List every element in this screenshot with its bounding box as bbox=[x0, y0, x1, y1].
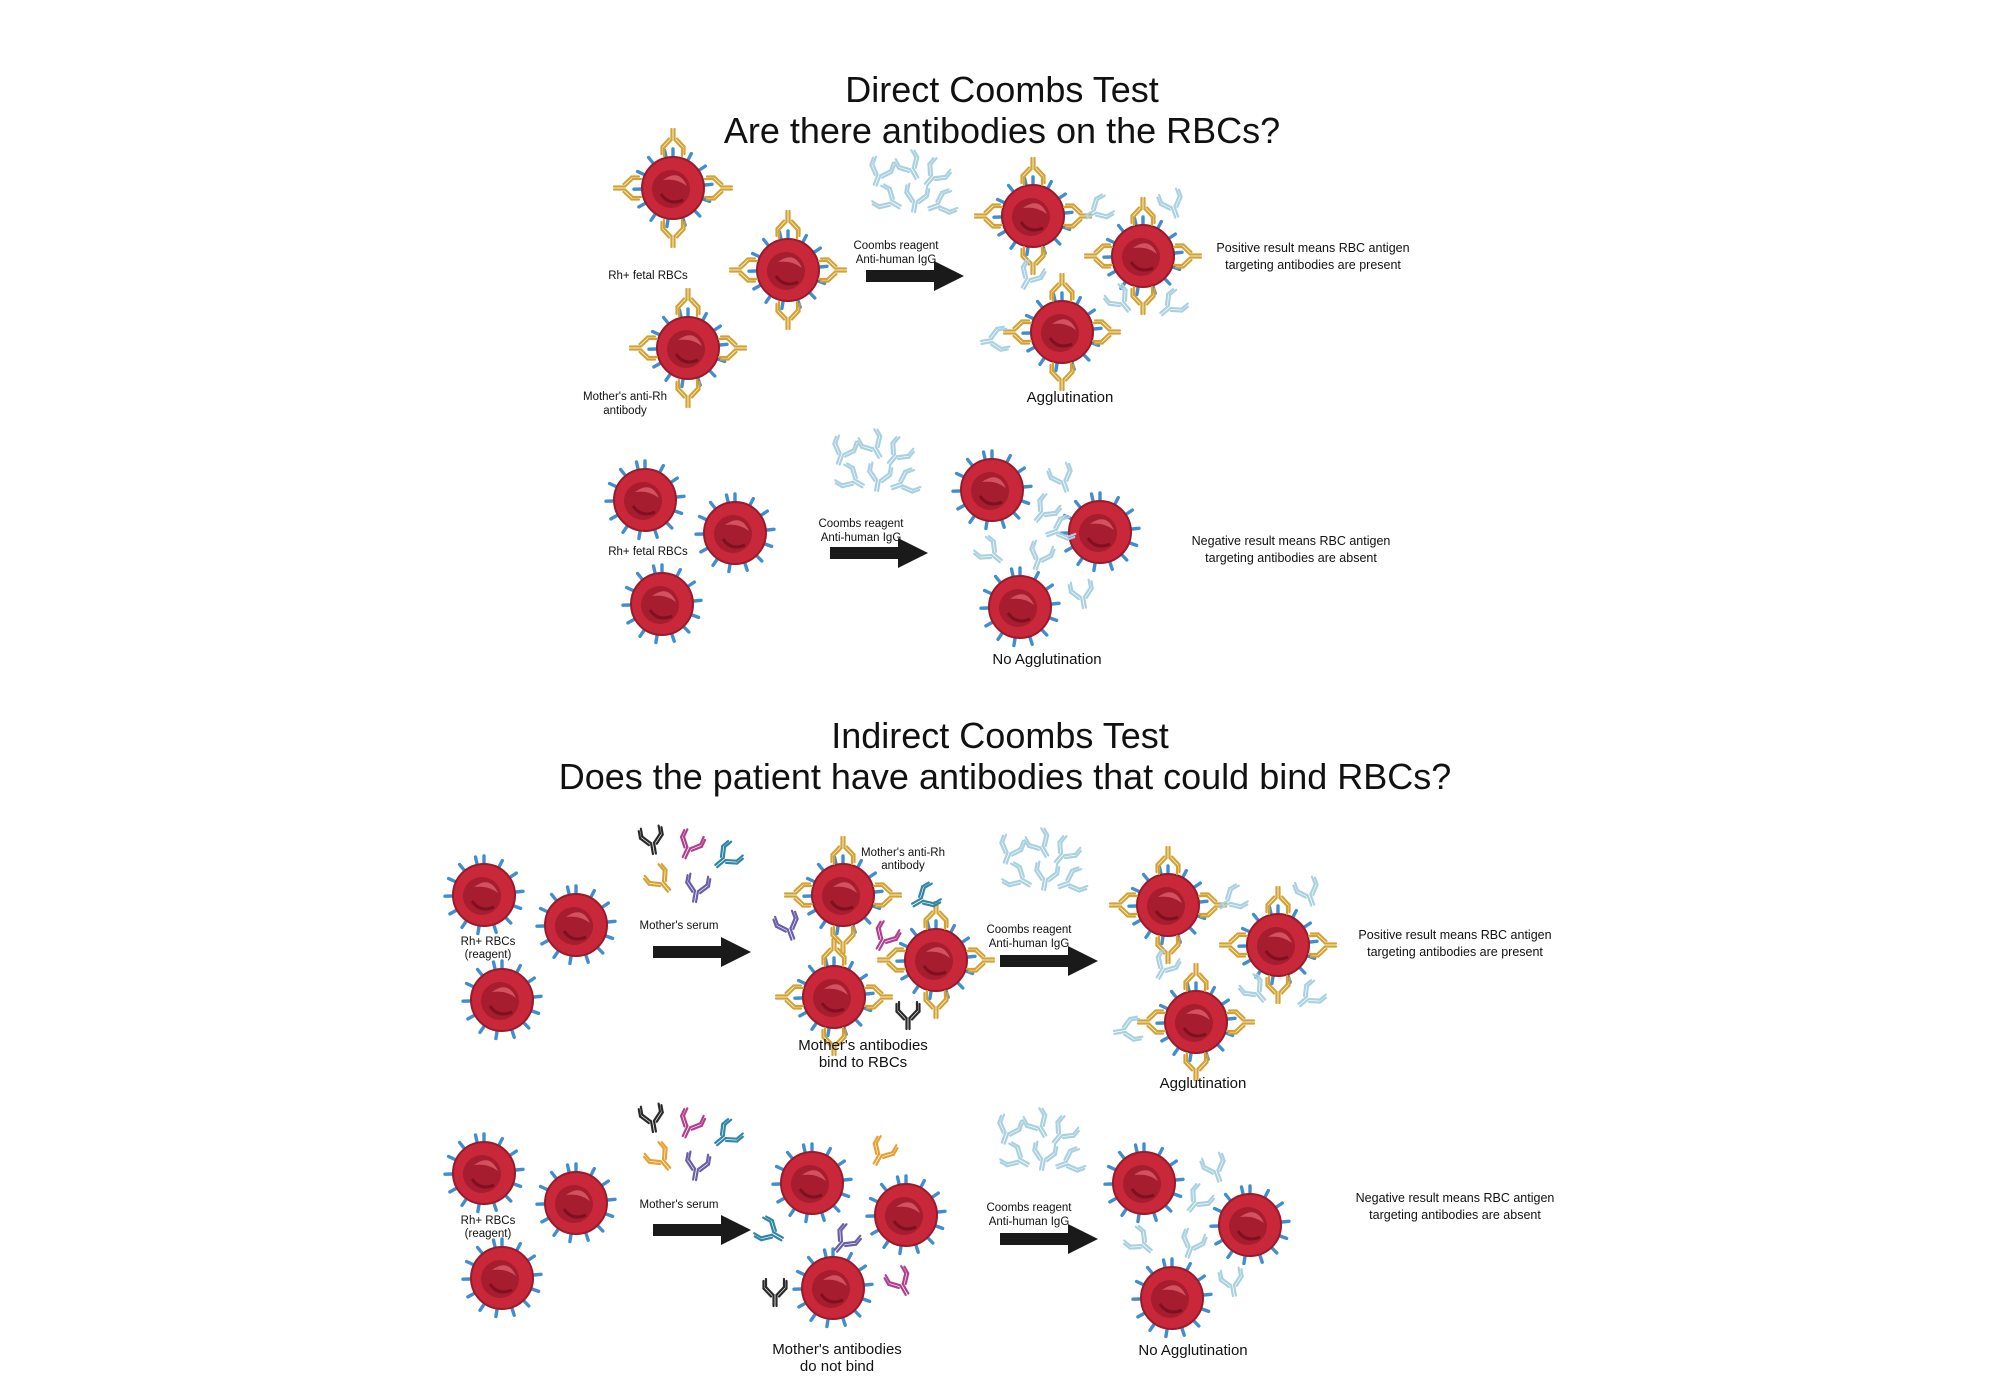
direct-subtitle: Are there antibodies on the RBCs? bbox=[724, 110, 1280, 151]
direct-pos-reagent-icon bbox=[864, 149, 958, 220]
indirect-neg-serum-icon bbox=[637, 1102, 746, 1183]
indirect-pos-explanation-2: targeting antibodies are present bbox=[1367, 945, 1543, 959]
indirect-negative-no-agglutination bbox=[1103, 1142, 1291, 1339]
indirect-pos-serum-label: Mother's serum bbox=[640, 920, 719, 932]
indirect-neg-arrow2-icon bbox=[1000, 1224, 1098, 1254]
indirect-pos-arrow2-icon bbox=[1000, 946, 1098, 976]
direct-neg-cells-label: Rh+ fetal RBCs bbox=[608, 546, 688, 558]
direct-positive-agglutination bbox=[973, 156, 1203, 392]
indirect-pos-cells-label-2: (reagent) bbox=[465, 949, 512, 961]
indirect-neg-cells-label-1: Rh+ RBCs bbox=[461, 1215, 516, 1227]
indirect-subtitle: Does the patient have antibodies that co… bbox=[559, 756, 1452, 797]
indirect-pos-antibody-label-1: Mother's anti-Rh bbox=[861, 847, 945, 859]
direct-neg-result-label: No Agglutination bbox=[992, 651, 1101, 668]
indirect-neg-unbound-rbcs bbox=[751, 1133, 947, 1329]
indirect-neg-serum-label: Mother's serum bbox=[640, 1199, 719, 1211]
direct-pos-result-label: Agglutination bbox=[1027, 389, 1114, 406]
direct-pos-antibody-label-1: Mother's anti-Rh bbox=[583, 391, 667, 403]
indirect-pos-reagent-icon bbox=[994, 827, 1088, 898]
direct-negative-no-agglutination bbox=[951, 449, 1141, 648]
direct-pos-reagent-label-2: Anti-human IgG bbox=[856, 254, 937, 266]
direct-neg-reagent-label-1: Coombs reagent bbox=[818, 518, 904, 530]
indirect-neg-explanation-2: targeting antibodies are absent bbox=[1369, 1208, 1541, 1222]
indirect-pos-bind-label-1: Mother's antibodies bbox=[798, 1037, 928, 1054]
indirect-pos-antibody-label-2: antibody bbox=[881, 860, 925, 872]
indirect-neg-reagent-label-1: Coombs reagent bbox=[986, 1202, 1072, 1214]
indirect-pos-bind-label-2: bind to RBCs bbox=[819, 1054, 907, 1071]
indirect-neg-reagent-icon bbox=[992, 1107, 1086, 1178]
indirect-neg-arrow1-icon bbox=[653, 1215, 751, 1245]
direct-neg-reagent-label-2: Anti-human IgG bbox=[821, 532, 902, 544]
indirect-neg-reagent-label-2: Anti-human IgG bbox=[989, 1216, 1070, 1228]
indirect-title: Indirect Coombs Test bbox=[831, 715, 1168, 756]
indirect-neg-cells-label-2: (reagent) bbox=[465, 1228, 512, 1240]
indirect-pos-cells-label-1: Rh+ RBCs bbox=[461, 936, 516, 948]
indirect-pos-serum-icon bbox=[637, 824, 746, 905]
indirect-pos-explanation-1: Positive result means RBC antigen bbox=[1358, 928, 1551, 942]
direct-pos-cells-label: Rh+ fetal RBCs bbox=[608, 270, 688, 282]
indirect-pos-result-label: Agglutination bbox=[1160, 1075, 1247, 1092]
direct-positive-rbcs bbox=[612, 127, 848, 409]
direct-pos-explanation-1: Positive result means RBC antigen bbox=[1216, 241, 1409, 255]
direct-pos-explanation-2: targeting antibodies are present bbox=[1225, 258, 1401, 272]
indirect-pos-reagent-label-2: Anti-human IgG bbox=[989, 938, 1070, 950]
indirect-neg-result-label: No Agglutination bbox=[1138, 1342, 1247, 1359]
indirect-neg-explanation-1: Negative result means RBC antigen bbox=[1356, 1191, 1555, 1205]
indirect-neg-nobind-label-2: do not bind bbox=[800, 1358, 874, 1375]
direct-neg-reagent-icon bbox=[827, 428, 921, 499]
direct-pos-antibody-label-2: antibody bbox=[603, 405, 647, 417]
direct-neg-explanation-2: targeting antibodies are absent bbox=[1205, 551, 1377, 565]
indirect-pos-reagent-label-1: Coombs reagent bbox=[986, 924, 1072, 936]
indirect-pos-arrow1-icon bbox=[653, 937, 751, 967]
indirect-positive-agglutination bbox=[1108, 845, 1338, 1082]
direct-neg-explanation-1: Negative result means RBC antigen bbox=[1192, 534, 1391, 548]
direct-title: Direct Coombs Test bbox=[845, 69, 1158, 110]
direct-pos-reagent-label-1: Coombs reagent bbox=[853, 240, 939, 252]
indirect-neg-nobind-label-1: Mother's antibodies bbox=[772, 1341, 902, 1358]
